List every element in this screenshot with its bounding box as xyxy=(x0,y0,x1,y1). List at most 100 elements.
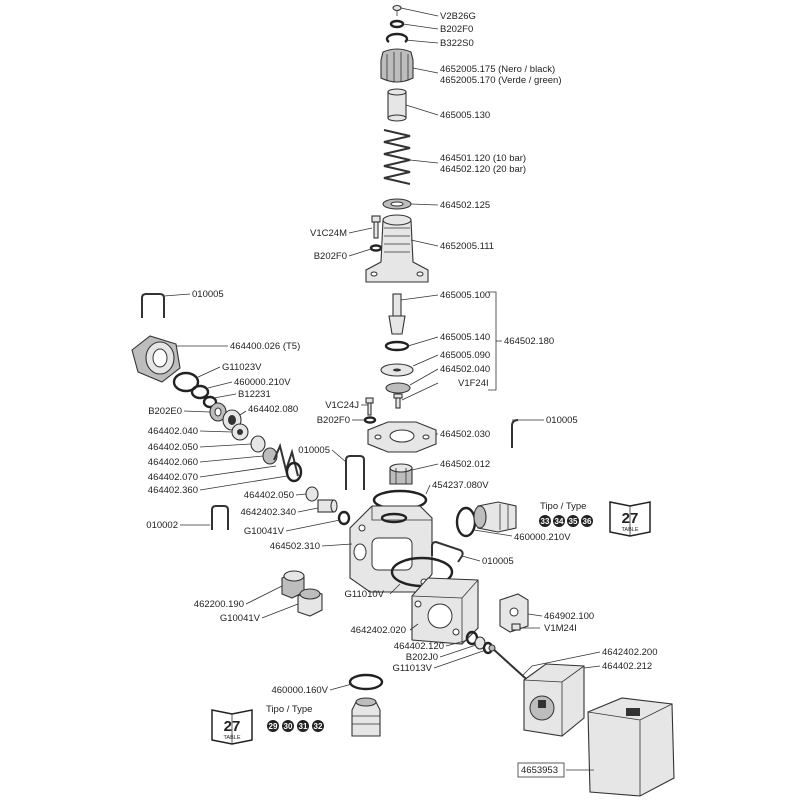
label-b202j0: B202J0 xyxy=(406,652,438,663)
bracket-464902-100 xyxy=(499,593,529,633)
label-464502-125: 464502.125 xyxy=(440,200,490,211)
label-464902-100: 464902.100 xyxy=(544,611,594,622)
gauge-housing-464402-212 xyxy=(523,663,585,737)
seat-464502-040 xyxy=(385,382,411,394)
label-460000-210v-b: 460000.210V xyxy=(514,532,571,543)
svg-text:TABLE: TABLE xyxy=(621,527,638,533)
oring-g11023v xyxy=(172,371,200,393)
label-b202f0-low: B202F0 xyxy=(317,415,350,426)
pump-body-464502-310 xyxy=(349,505,433,593)
fitting-type-33-36 xyxy=(473,501,517,533)
oring-460000-210v-a xyxy=(190,384,210,400)
seat-464402-040 xyxy=(231,423,249,441)
plunger-4642402-340 xyxy=(317,499,338,513)
label-464402-080: 464402.080 xyxy=(248,404,298,415)
staple-010005-right xyxy=(511,419,519,448)
staple-010005-top xyxy=(141,293,165,318)
label-464402-050-a: 464402.050 xyxy=(148,442,198,453)
bushing-465005-130 xyxy=(387,88,407,122)
label-4642402-020: 4642402.020 xyxy=(351,625,406,636)
label-464402-040: 464402.040 xyxy=(148,426,198,437)
knob-4652005 xyxy=(380,48,414,83)
label-4642402-340: 4642402.340 xyxy=(241,507,296,518)
label-464502-310: 464502.310 xyxy=(270,541,320,552)
oring-g10041v-a xyxy=(337,510,351,526)
type-callout-left: Tipo / Type 29 30 31 32 27 TABLE xyxy=(211,704,324,745)
label-464402-360: 464402.360 xyxy=(148,485,198,496)
staple-010002 xyxy=(211,505,229,530)
washer-464502-125 xyxy=(382,198,412,210)
type-number-35: 35 xyxy=(569,517,578,526)
spring-464501 xyxy=(383,129,411,185)
fitting-464400-026 xyxy=(131,335,181,383)
cover-block-4642402-020 xyxy=(411,577,479,645)
book-icon-right: 27 TABLE xyxy=(609,501,651,537)
label-g11023v: G11023V xyxy=(222,362,262,373)
type-number-31: 31 xyxy=(299,722,308,731)
type-label-left: Tipo / Type xyxy=(266,704,312,715)
washer-464402-050-b xyxy=(305,486,319,502)
type-number-33: 33 xyxy=(541,517,550,526)
fitting-type-29-32 xyxy=(351,697,381,737)
label-465005-140: 465005.140 xyxy=(440,332,490,343)
label-g10041v-a: G10041V xyxy=(244,526,285,537)
label-4652005-111: 4652005.111 xyxy=(440,241,494,252)
oring-465005-140 xyxy=(384,340,410,352)
label-462200-190: 462200.190 xyxy=(194,599,244,610)
staple-010005-mid xyxy=(345,455,365,490)
label-465005-100: 465005.100 xyxy=(440,290,490,301)
type-label-right: Tipo / Type xyxy=(540,501,586,512)
label-464502-180: 464502.180 xyxy=(504,336,554,347)
label-454237-080v: 454237.080V xyxy=(432,480,489,491)
svg-text:TABLE: TABLE xyxy=(223,735,240,741)
pin-465005-100 xyxy=(388,293,406,335)
label-464402-120: 464402.120 xyxy=(394,641,444,652)
label-b202f0-mid: B202F0 xyxy=(314,251,347,262)
type-callout-right: Tipo / Type 33 34 35 36 27 TABLE xyxy=(539,501,651,537)
label-4653953: 4653953 xyxy=(521,765,558,776)
label-v1f24i: V1F24I xyxy=(458,378,489,389)
label-465005-130: 465005.130 xyxy=(440,110,490,121)
flange-464502-030 xyxy=(367,421,437,453)
oring-460000-210v-b xyxy=(455,506,477,538)
label-b202e0: B202E0 xyxy=(148,406,182,417)
label-010005-mid: 010005 xyxy=(298,445,330,456)
ring-b12231 xyxy=(202,395,218,409)
disc-465005-090 xyxy=(380,363,414,377)
book-icon-left: 27 TABLE xyxy=(211,709,253,745)
label-4652005-175: 4652005.175 (Nero / black) xyxy=(440,64,555,75)
label-010005-right: 010005 xyxy=(546,415,578,426)
label-g11013v: G11013V xyxy=(393,663,433,674)
bolt-v1c24m xyxy=(371,215,381,239)
label-465005-090: 465005.090 xyxy=(440,350,490,361)
washer-b202f0-mid xyxy=(369,244,383,252)
type-number-29: 29 xyxy=(269,722,278,731)
label-b202f0-top: B202F0 xyxy=(440,24,473,35)
svg-text:27: 27 xyxy=(224,718,241,735)
oring-460000-160v xyxy=(348,673,384,691)
label-464402-060: 464402.060 xyxy=(148,457,198,468)
label-b322s0: B322S0 xyxy=(440,38,474,49)
label-464502-040: 464502.040 xyxy=(440,364,490,375)
label-010005-top: 010005 xyxy=(192,289,224,300)
label-464400-026: 464400.026 (T5) xyxy=(230,341,300,352)
leader-lines xyxy=(163,7,601,771)
label-4642402-200: 4642402.200 xyxy=(602,647,657,658)
svg-text:27: 27 xyxy=(622,510,639,527)
label-464502-030: 464502.030 xyxy=(440,429,490,440)
label-460000-210v-a: 460000.210V xyxy=(234,377,291,388)
label-v1c24j: V1C24J xyxy=(325,400,359,411)
type-number-32: 32 xyxy=(314,722,323,731)
washer-464402-050-a xyxy=(250,435,266,453)
label-464402-212: 464402.212 xyxy=(602,661,652,672)
label-464501-120: 464501.120 (10 bar) xyxy=(440,153,526,164)
screw-v1m24i xyxy=(511,623,521,631)
label-b12231: B12231 xyxy=(238,389,271,400)
washer-b202f0-low xyxy=(363,416,377,424)
label-010005-low: 010005 xyxy=(482,556,514,567)
label-g11010v: G11010V xyxy=(345,589,385,600)
label-4653953-box: 4653953 xyxy=(517,762,565,778)
plug-g10041v-b xyxy=(297,588,323,617)
label-v1c24m: V1C24M xyxy=(310,228,347,239)
